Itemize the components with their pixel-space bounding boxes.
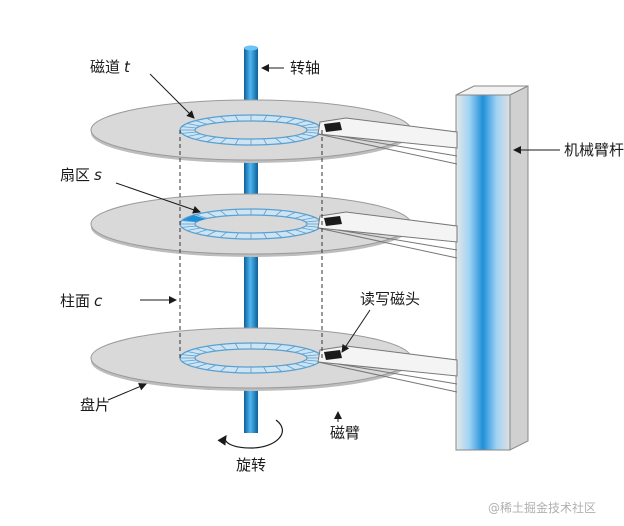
sector-divider: [301, 217, 316, 221]
sector-divider: [285, 230, 296, 237]
track-ring: [179, 208, 323, 240]
actuator-column: [455, 85, 529, 451]
sector-divider: [263, 209, 268, 216]
sector-divider: [219, 365, 227, 372]
sector-divider: [305, 220, 321, 223]
sector-divider: [181, 126, 197, 129]
sector-divider: [234, 366, 239, 373]
sector-divider: [305, 126, 321, 129]
sector-divider: [206, 117, 217, 124]
sector-divider: [275, 210, 283, 217]
platter-1: [90, 99, 458, 165]
sector-divider: [186, 133, 201, 137]
sector-divider: [263, 366, 268, 373]
sector-divider: [234, 209, 239, 216]
sector-divider: [301, 361, 316, 365]
leader-lines: [107, 64, 560, 422]
sector-divider: [275, 365, 283, 372]
sector-divider: [206, 136, 217, 143]
platter-stack: [90, 99, 458, 393]
sector-divider: [301, 351, 316, 355]
sector-divider: [263, 115, 268, 122]
cylinder-outline: [179, 130, 323, 358]
sector-divider: [285, 136, 296, 143]
sector-divider: [234, 343, 239, 350]
read-write-head: [324, 350, 342, 360]
platter-2: [90, 193, 458, 259]
sector-divider: [186, 351, 201, 355]
sector-divider: [294, 229, 307, 234]
spindle-label: 转轴: [290, 59, 320, 77]
read-write-head: [324, 216, 342, 226]
sector-divider: [285, 117, 296, 124]
read-write-head: [324, 122, 342, 132]
sector-divider: [181, 220, 197, 223]
sector-divider: [234, 138, 239, 145]
sector-divider: [263, 232, 268, 239]
sector-divider: [181, 359, 197, 362]
rotation-label: 旋转: [236, 456, 266, 474]
track-ring: [179, 342, 323, 374]
sector-divider: [181, 131, 197, 134]
sector-divider: [219, 116, 227, 123]
sector-divider: [275, 344, 283, 351]
sector-divider: [275, 116, 283, 123]
watermark: @稀土掘金技术社区: [488, 500, 596, 515]
sector-divider: [219, 210, 227, 217]
sector-divider: [285, 211, 296, 218]
sector-divider: [186, 361, 201, 365]
sector-divider: [195, 135, 208, 140]
sector-divider: [285, 345, 296, 352]
sector-divider: [195, 214, 208, 219]
sector-divider: [301, 227, 316, 231]
sector-divider: [263, 138, 268, 145]
platter-label: 盘片: [80, 396, 110, 414]
sector-divider: [294, 214, 307, 219]
actuator-label: 机械臂杆: [564, 141, 624, 159]
sector-divider: [195, 120, 208, 125]
sector-divider: [186, 123, 201, 127]
arm-1: [317, 117, 458, 165]
arm-label: 磁臂: [330, 424, 360, 442]
platter-3: [90, 327, 458, 393]
sector-divider: [206, 345, 217, 352]
sector-divider: [181, 225, 197, 228]
sector-divider: [301, 133, 316, 137]
sector-divider: [234, 232, 239, 239]
sector-divider: [195, 229, 208, 234]
sector-divider: [234, 115, 239, 122]
sector-divider: [181, 354, 197, 357]
sector-divider: [294, 135, 307, 140]
sector-divider: [206, 230, 217, 237]
sector-divider: [195, 348, 208, 353]
sector-divider: [305, 354, 321, 357]
sector-divider: [195, 363, 208, 368]
sector-divider: [219, 231, 227, 238]
sector-divider: [206, 364, 217, 371]
sector-divider: [219, 137, 227, 144]
sector-divider: [294, 363, 307, 368]
sector-divider: [294, 120, 307, 125]
arm-3: [317, 345, 458, 393]
sector-divider: [263, 343, 268, 350]
sector-divider: [301, 123, 316, 127]
sector-divider: [275, 231, 283, 238]
sector-divider: [275, 137, 283, 144]
sector-divider: [285, 364, 296, 371]
sector-divider: [294, 348, 307, 353]
rotation-arrow: [217, 419, 283, 449]
head-label: 读写磁头: [360, 290, 420, 308]
arm-2: [317, 211, 458, 259]
sector-divider: [219, 344, 227, 351]
highlighted-sector: [182, 215, 206, 222]
sector-divider: [186, 227, 201, 231]
sector-divider: [206, 211, 217, 218]
